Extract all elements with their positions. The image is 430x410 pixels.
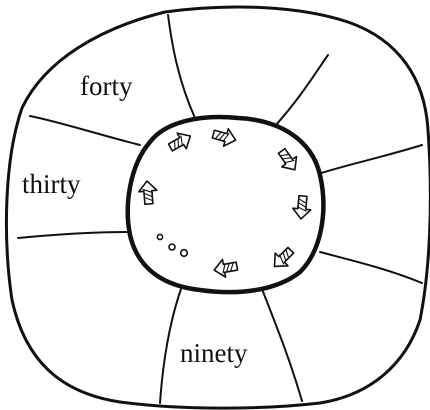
divider-upper-left [30, 116, 140, 145]
label-ninety: ninety [180, 338, 248, 368]
divider-bottom-right [262, 289, 302, 401]
divider-top [168, 15, 195, 118]
divider-bottom-left [160, 286, 182, 403]
divider-right [315, 145, 422, 175]
label-forty: forty [80, 71, 133, 101]
divider-top-right [275, 55, 328, 126]
label-thirty: thirty [22, 169, 81, 199]
small-circle-icon [157, 234, 162, 239]
small-circle-icon [181, 250, 188, 257]
divider-lower-left [18, 232, 130, 238]
small-circle-icon [169, 244, 175, 250]
divider-lower-right [320, 252, 422, 283]
